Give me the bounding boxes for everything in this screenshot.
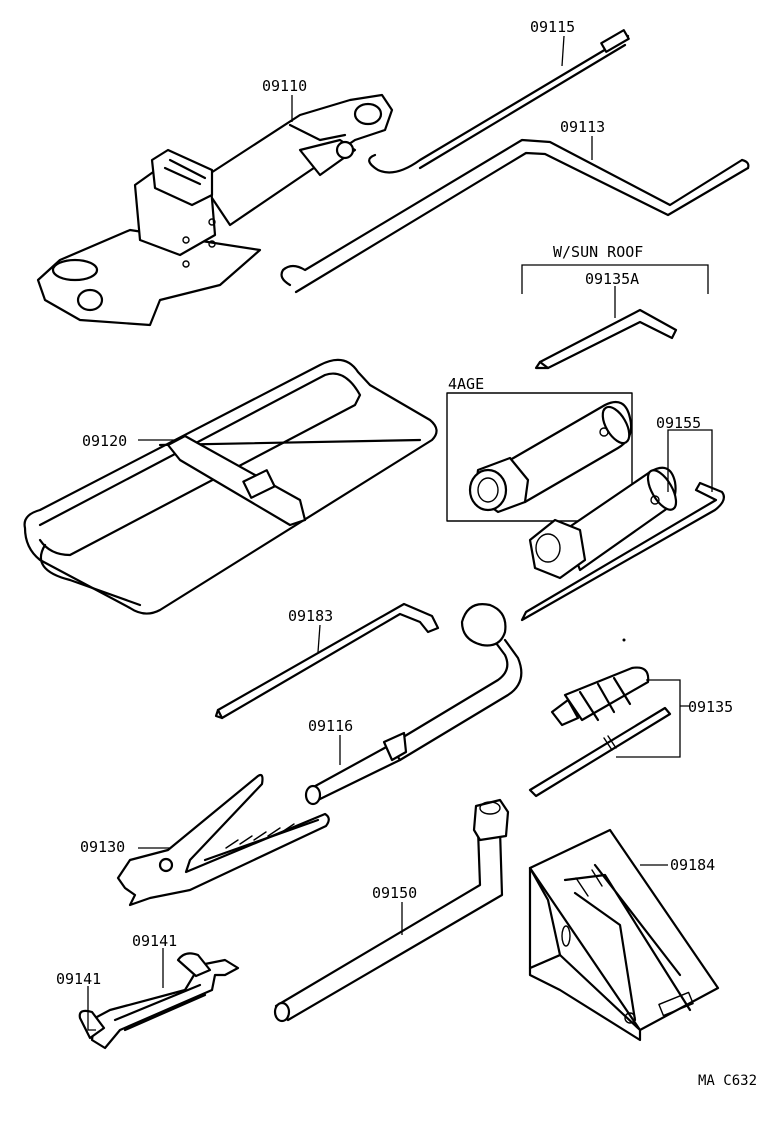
label-09115: 09115 — [530, 18, 575, 36]
leader-09141-b — [87, 986, 96, 1031]
stray-dot — [622, 638, 626, 642]
label-09135a: 09135A — [585, 270, 639, 288]
4age-box — [446, 392, 633, 522]
wheel-chock-09184 — [528, 828, 720, 1042]
sunroof-bracket — [521, 264, 709, 294]
label-09141-b: 09141 — [56, 970, 101, 988]
label-09141-a: 09141 — [132, 932, 177, 950]
leader-09155 — [667, 429, 713, 492]
screwdriver-09135 — [528, 666, 672, 798]
leader-09135 — [616, 679, 690, 758]
tire-bar-09183 — [214, 602, 440, 720]
reference-code: MA C632 — [698, 1073, 757, 1089]
l-socket-wrench-09150 — [273, 798, 510, 1023]
wrench-09155 — [520, 481, 725, 622]
jack-handle-crank-09113 — [280, 138, 750, 294]
leader-09115 — [561, 35, 565, 67]
scissor-jack-09110 — [36, 93, 394, 327]
label-09116: 09116 — [308, 717, 353, 735]
jack-handle-rod-09115 — [368, 29, 630, 174]
tool-bag-09120 — [23, 358, 438, 615]
leader-09183 — [317, 624, 321, 653]
label-09113: 09113 — [560, 118, 605, 136]
label-09150: 09150 — [372, 884, 417, 902]
label-4age: 4AGE — [448, 375, 484, 393]
label-09130: 09130 — [80, 838, 125, 856]
label-sunroof: W/SUN ROOF — [553, 243, 643, 261]
label-09155: 09155 — [656, 414, 701, 432]
plug-socket-4age — [468, 400, 633, 514]
label-09184: 09184 — [670, 856, 715, 874]
lug-wrench-09116 — [304, 603, 523, 806]
sunroof-wrench-09135a — [534, 308, 678, 370]
pliers-09130 — [116, 773, 330, 907]
open-end-wrenches-09141 — [78, 952, 240, 1050]
label-09110: 09110 — [262, 77, 307, 95]
plug-socket-tool — [528, 466, 678, 580]
label-09183: 09183 — [288, 607, 333, 625]
label-09135: 09135 — [688, 698, 733, 716]
label-09120: 09120 — [82, 432, 127, 450]
